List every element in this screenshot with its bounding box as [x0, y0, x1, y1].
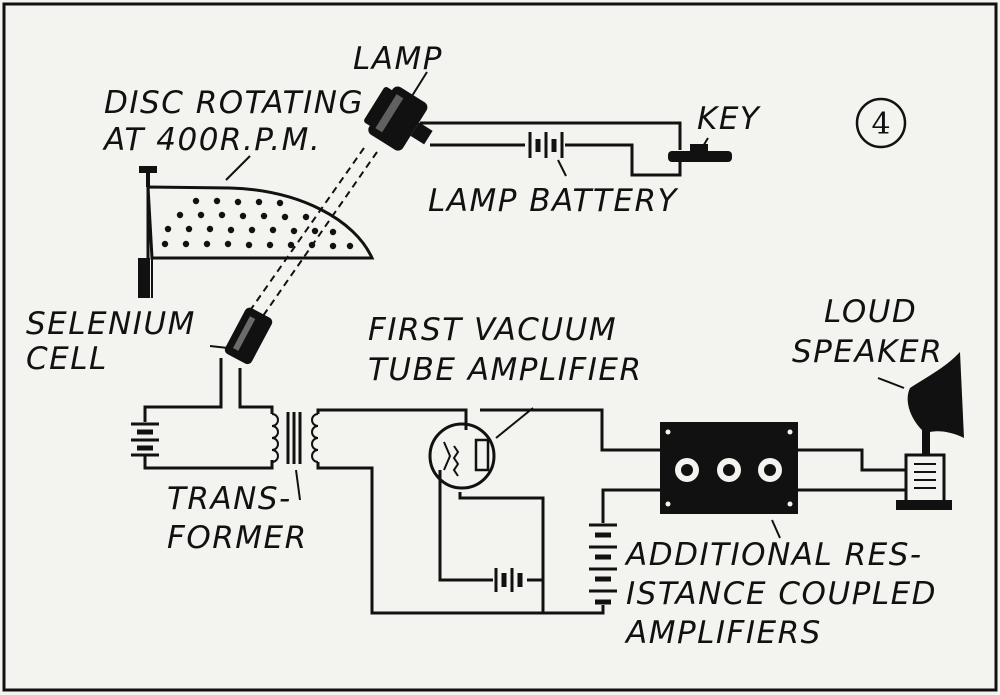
- lamp-circuit: [420, 121, 682, 177]
- label-selenium-line2: CELL: [26, 341, 108, 377]
- additional-amplifiers-box: [660, 422, 798, 514]
- selenium-cell: [224, 307, 273, 365]
- label-lamp-battery: LAMP BATTERY: [428, 183, 678, 219]
- telegraph-key: [668, 144, 732, 162]
- label-additional-line1: ADDITIONAL RES-: [624, 537, 923, 573]
- label-additional-line2: ISTANCE COUPLED: [626, 576, 937, 612]
- label-speaker-line1: LOUD: [824, 294, 917, 330]
- label-amplifier-line1: FIRST VACUUM: [368, 312, 617, 348]
- label-selenium-line1: SELENIUM: [26, 306, 196, 342]
- label-amplifier-line2: TUBE AMPLIFIER: [368, 352, 643, 388]
- label-transformer-line2: FORMER: [167, 520, 308, 556]
- speaker-circuit: [798, 448, 906, 492]
- label-disc-line1: DISC ROTATING: [104, 85, 364, 121]
- label-disc-line2: AT 400R.P.M.: [102, 122, 321, 158]
- input-circuit: [143, 358, 274, 470]
- label-additional-line3: AMPLIFIERS: [624, 615, 822, 651]
- amplifier-circuit: [316, 408, 660, 615]
- label-transformer-line1: TRANS-: [167, 481, 292, 517]
- vacuum-tube: [428, 422, 496, 490]
- leader-lines: [209, 71, 905, 539]
- lamp-battery-symbol: [528, 132, 564, 158]
- loud-speaker: [896, 352, 964, 510]
- figure-number: 4: [871, 107, 890, 142]
- label-speaker-line2: SPEAKER: [792, 334, 943, 370]
- label-lamp: LAMP: [353, 41, 443, 77]
- disc-holes: [161, 197, 354, 250]
- transformer-symbol: [271, 412, 319, 464]
- input-battery-symbol: [131, 422, 159, 457]
- label-key: KEY: [697, 101, 761, 137]
- rotating-disc: [138, 166, 375, 298]
- lamp: [364, 86, 433, 151]
- plate-battery-symbol: [589, 523, 617, 605]
- figure-number-badge: 4: [855, 97, 907, 149]
- grid-battery-symbol: [494, 568, 523, 592]
